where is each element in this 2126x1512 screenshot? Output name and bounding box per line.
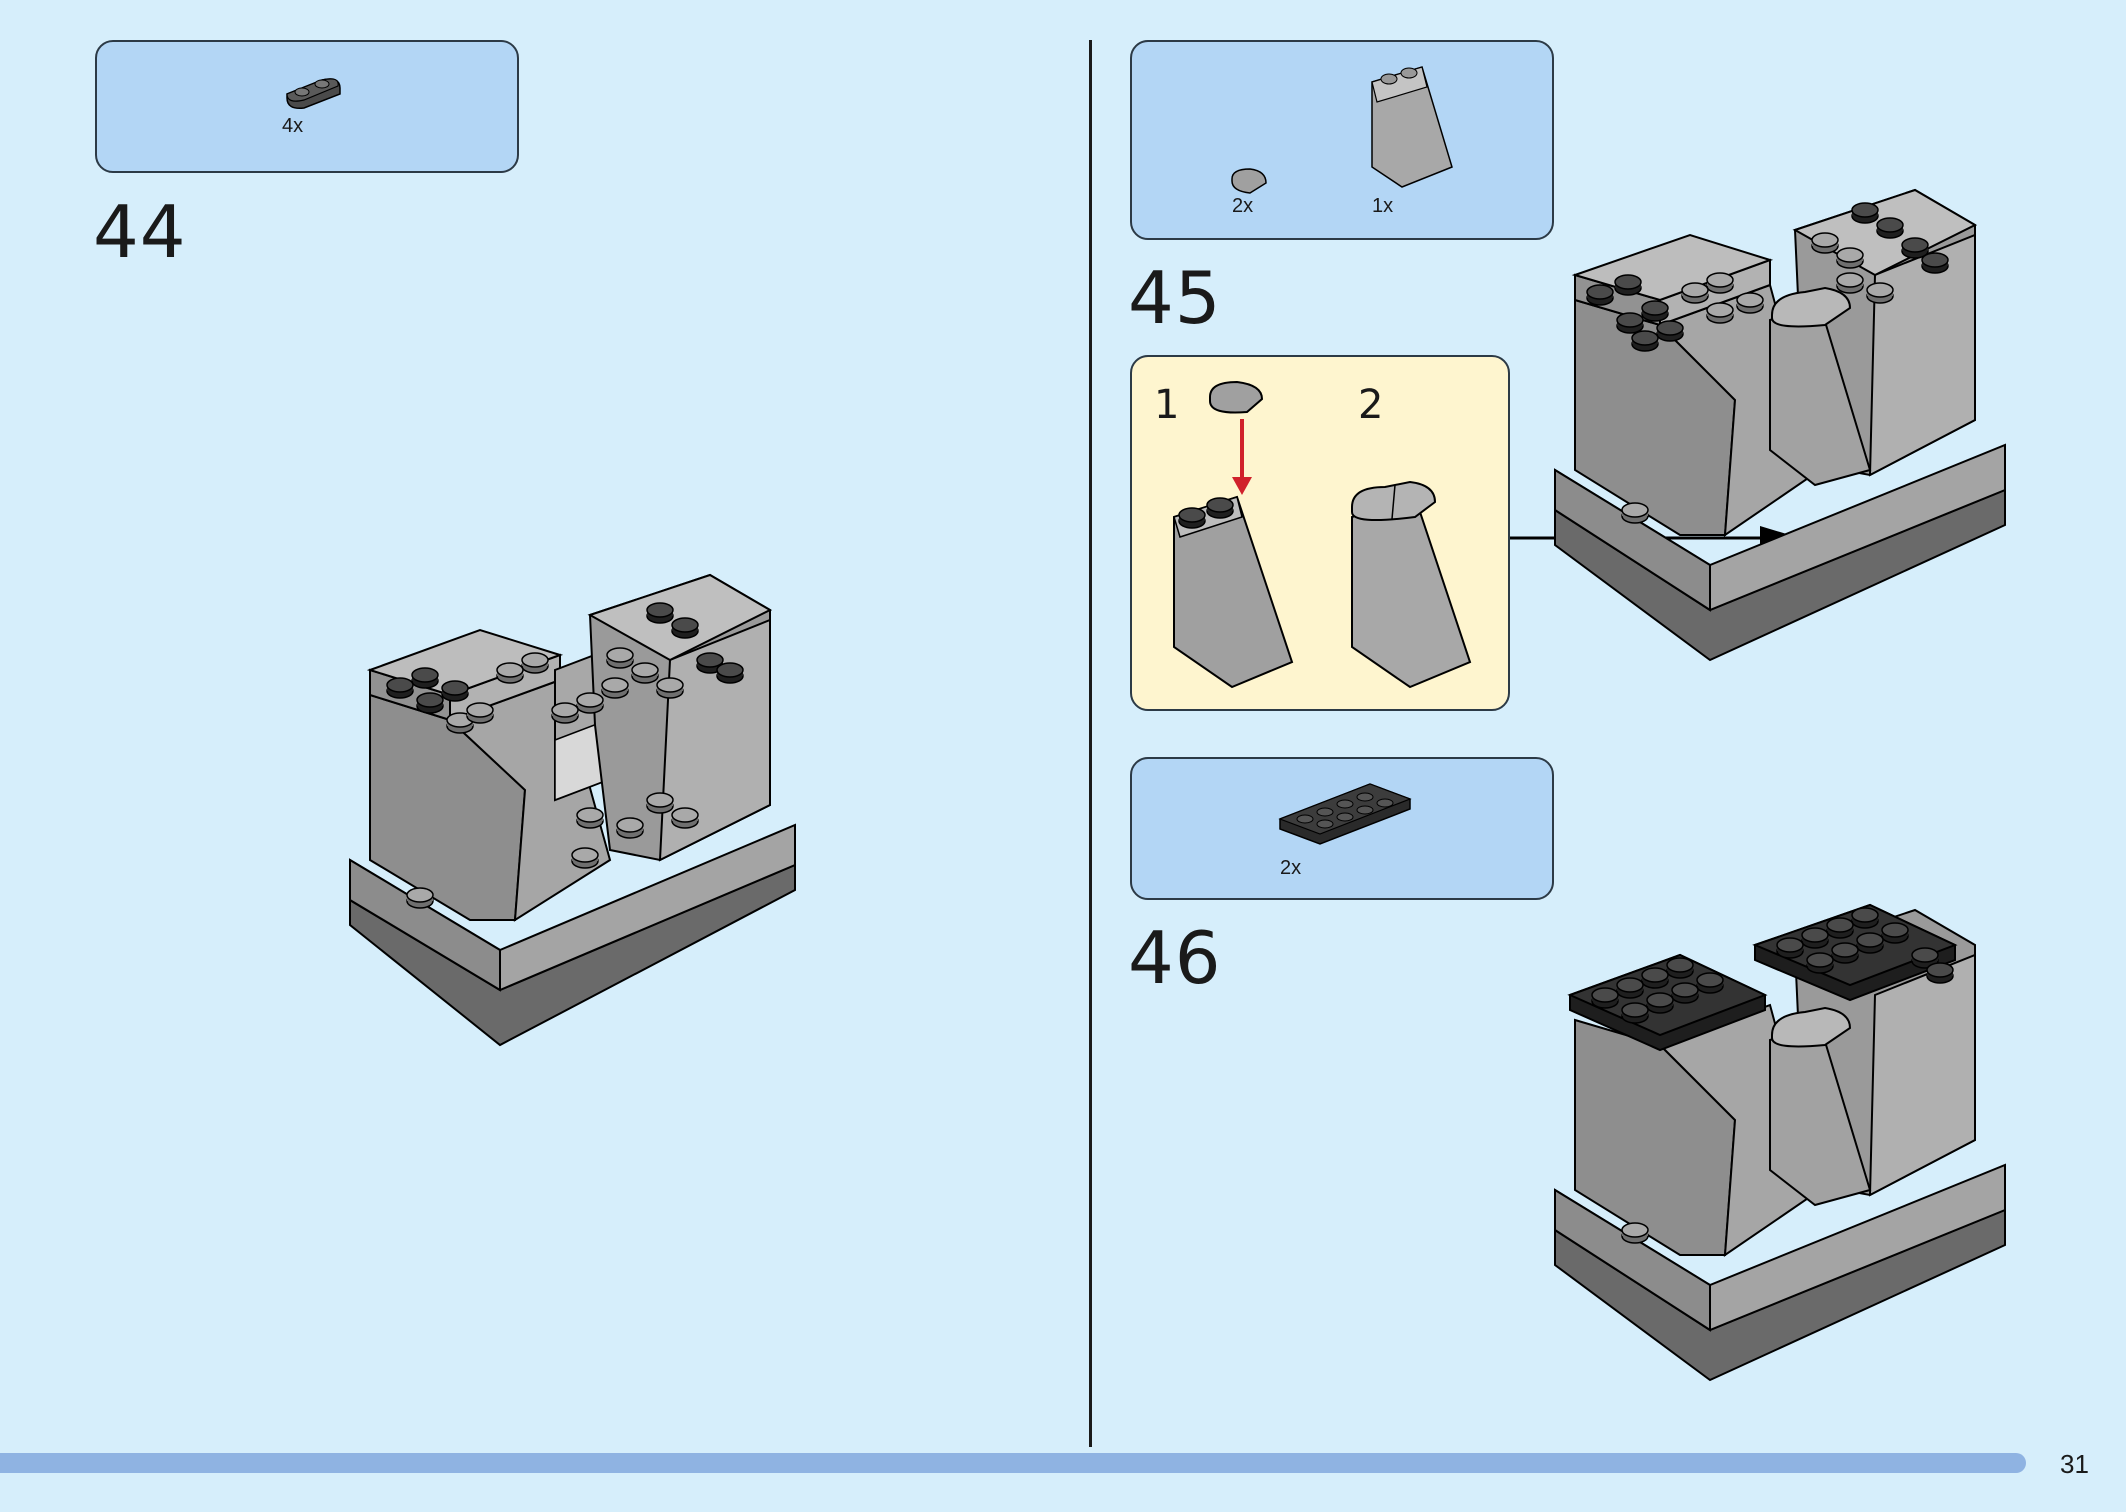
parts-callout-step-45: 2x 1x — [1130, 40, 1554, 240]
part-quantity: 2x — [1280, 857, 1302, 879]
part-quantity: 4x — [282, 115, 304, 137]
substep-1-illustration — [1173, 380, 1294, 689]
model-assembly-step-46 — [1554, 903, 2006, 1382]
page-divider — [1089, 40, 1092, 1447]
substep-number: 2 — [1358, 382, 1384, 428]
model-assembly-step-45 — [1554, 188, 2006, 662]
part-quantity: 2x — [1232, 195, 1254, 217]
substep-number: 1 — [1154, 382, 1180, 428]
step-number: 44 — [93, 190, 187, 274]
gray-slope-brick-icon — [1371, 66, 1453, 188]
part-quantity: 1x — [1372, 195, 1394, 217]
parts-callout-step-46: 2x — [1130, 757, 1554, 900]
dark-gray-1x2-rounded-plate-icon — [286, 78, 341, 110]
page-progress-bar — [0, 1453, 2026, 1473]
page-number: 31 — [2060, 1449, 2089, 1479]
step-number: 46 — [1128, 916, 1222, 1000]
gray-1x1-quarter-tile-icon — [1231, 168, 1267, 194]
substep-2-illustration — [1351, 480, 1472, 689]
model-assembly-step-44 — [349, 573, 796, 1047]
black-2x4-plate-icon — [1278, 783, 1412, 845]
step-number: 45 — [1128, 256, 1222, 340]
parts-callout-step-44: 4x — [95, 40, 519, 173]
substep-callout: 1 2 — [1130, 355, 1510, 711]
